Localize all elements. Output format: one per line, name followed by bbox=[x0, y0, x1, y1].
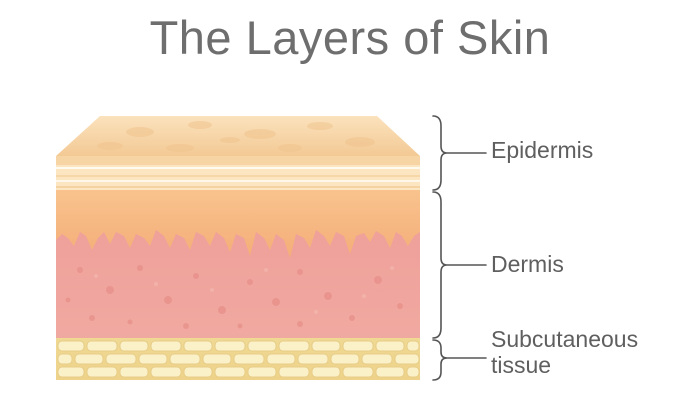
diagram-title: The Layers of Skin bbox=[149, 11, 551, 64]
epidermis-bracket bbox=[432, 115, 487, 191]
dermis-layer bbox=[56, 190, 420, 338]
dermis-bracket bbox=[432, 191, 487, 339]
subcutaneous-layer bbox=[56, 338, 420, 380]
epidermis-layer bbox=[56, 116, 420, 190]
epidermis-label: Epidermis bbox=[491, 137, 594, 163]
subcutaneous-bracket bbox=[432, 339, 487, 381]
dermis-label: Dermis bbox=[491, 251, 564, 277]
subcutaneous-label-line1: Subcutaneous bbox=[491, 326, 639, 352]
subcutaneous-label-line2: tissue bbox=[491, 352, 552, 378]
subcutaneous-label: Subcutaneous tissue bbox=[491, 326, 638, 378]
